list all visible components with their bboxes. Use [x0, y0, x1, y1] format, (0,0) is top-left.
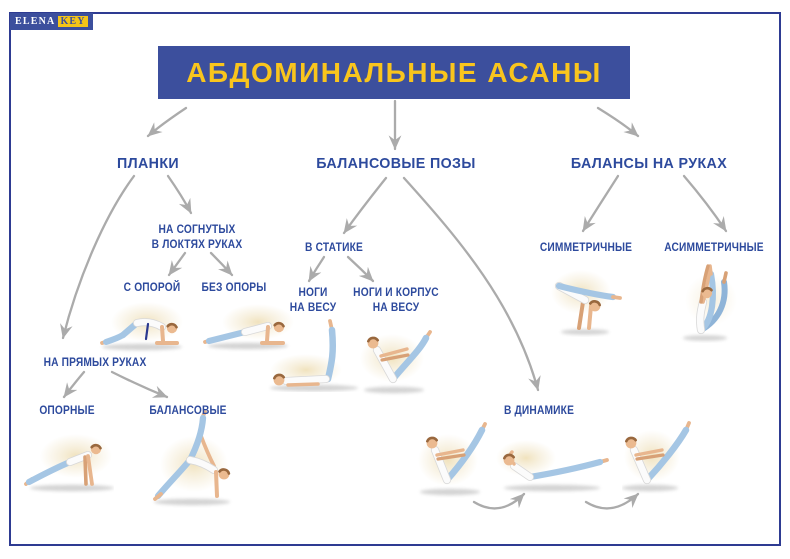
- arrow-balance-poses-to-dynamic: [402, 176, 541, 392]
- legs-raised-lying-image: [270, 319, 358, 392]
- arrow-balance-poses-to-static: [342, 176, 388, 235]
- arrow-arm-balances-to-asymmetric: [682, 174, 728, 233]
- arrow-planks-to-bent-elbows: [166, 174, 193, 215]
- node-legs-raised: НОГИ НА ВЕСУ: [289, 285, 337, 314]
- boat-pose-image: [360, 330, 432, 394]
- arrow-bent-elbows-to-without-support: [209, 251, 234, 277]
- arrow-title-to-arm-balances: [596, 106, 640, 138]
- node-in-static: В СТАТИКЕ: [305, 240, 363, 254]
- node-planks: ПЛАНКИ: [116, 155, 180, 172]
- node-supported: ОПОРНЫЕ: [39, 403, 95, 417]
- arrow-static-to-legs-raised: [307, 255, 326, 283]
- asymmetric-arm-balance-image: [683, 264, 737, 341]
- arrow-straight-arms-to-balancing: [110, 370, 169, 399]
- node-straight-arms: НА ПРЯМЫХ РУКАХ: [43, 355, 147, 369]
- arrow-dynamic-2-to-3: [584, 492, 640, 510]
- forearm-plank-free-image: [203, 304, 294, 350]
- arrow-bent-elbows-to-with-support: [167, 251, 187, 277]
- brand-logo-elena: ELENA: [15, 16, 56, 27]
- symmetric-arm-balance-image: [551, 270, 622, 335]
- node-with-support: С ОПОРОЙ: [123, 280, 181, 294]
- dynamic-boat-2-image: [622, 421, 691, 492]
- straight-arm-plank-image: [24, 434, 114, 492]
- node-asymmetric: АСИММЕТРИЧНЫЕ: [664, 240, 764, 254]
- arrow-arm-balances-to-symmetric: [581, 174, 620, 233]
- brand-logo-key: KEY: [58, 16, 88, 27]
- brand-logo: ELENA KEY: [10, 13, 93, 30]
- node-symmetric: СИММЕТРИЧНЫЕ: [539, 240, 633, 254]
- side-balance-plank-image: [153, 410, 231, 506]
- node-balance-poses: БАЛАНСОВЫЕ ПОЗЫ: [316, 155, 476, 172]
- title-banner: АБДОМИНАЛЬНЫЕ АСАНЫ: [158, 46, 630, 99]
- page-title: АБДОМИНАЛЬНЫЕ АСАНЫ: [186, 56, 602, 88]
- node-without-support: БЕЗ ОПОРЫ: [201, 280, 267, 294]
- arrow-static-to-legs-torso: [346, 255, 375, 283]
- node-legs-torso-raised: НОГИ И КОРПУС НА ВЕСУ: [353, 285, 439, 314]
- node-in-dynamic: В ДИНАМИКЕ: [503, 403, 575, 417]
- node-balancing: БАЛАНСОВЫЕ: [149, 403, 227, 417]
- arrow-dynamic-1-to-2: [472, 492, 526, 510]
- arrow-title-to-planks: [146, 106, 188, 138]
- forearm-plank-supported-image: [100, 302, 183, 351]
- node-bent-elbows: НА СОГНУТЫХ В ЛОКТЯХ РУКАХ: [151, 222, 243, 251]
- arrow-straight-arms-to-supported: [62, 370, 86, 399]
- node-arm-balances: БАЛАНСЫ НА РУКАХ: [570, 155, 728, 172]
- dynamic-boat-1-image: [418, 422, 487, 496]
- page-border-frame: [9, 12, 781, 546]
- dynamic-hollow-image: [496, 440, 609, 492]
- arrow-planks-to-straight-arms: [60, 174, 136, 340]
